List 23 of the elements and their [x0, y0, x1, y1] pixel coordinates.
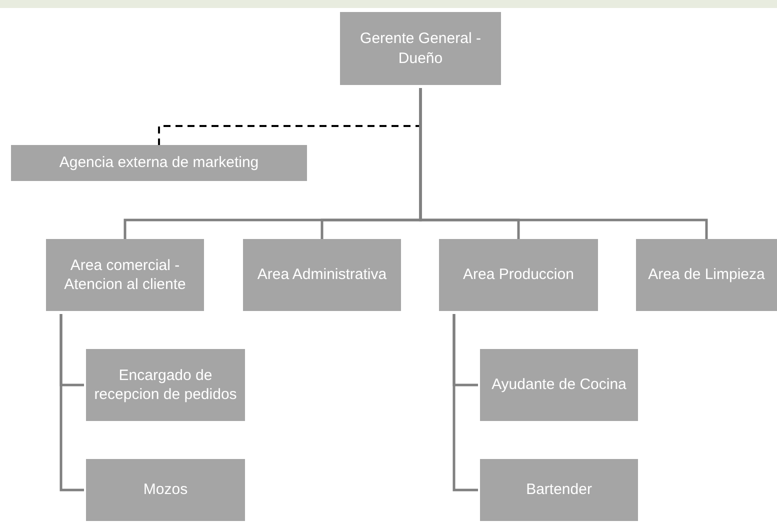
org-box — [636, 239, 777, 311]
box-label: Area Produccion — [463, 265, 574, 285]
org-box — [480, 349, 638, 421]
org-box — [46, 239, 204, 311]
org-box — [480, 459, 638, 521]
box-label: Agencia externa de marketing — [59, 153, 259, 173]
org-box — [340, 12, 501, 85]
connector-line — [60, 314, 84, 492]
connector-line — [452, 314, 478, 492]
org-box — [11, 145, 307, 181]
box-label: Encargado de recepcion de pedidos — [93, 366, 238, 404]
box-label: Ayudante de Cocina — [492, 375, 626, 395]
box-label: Area comercial - Atencion al cliente — [63, 256, 187, 294]
connector-line — [419, 88, 708, 239]
box-label: Area Administrativa — [257, 265, 387, 285]
box-label: Bartender — [526, 480, 592, 500]
org-box — [243, 239, 401, 311]
org-box — [86, 459, 245, 521]
box-label: Gerente General - Dueño — [359, 29, 482, 68]
box-label: Mozos — [143, 480, 188, 500]
org-box — [86, 349, 245, 421]
box-label: Area de Limpieza — [648, 265, 765, 285]
org-box — [439, 239, 598, 311]
